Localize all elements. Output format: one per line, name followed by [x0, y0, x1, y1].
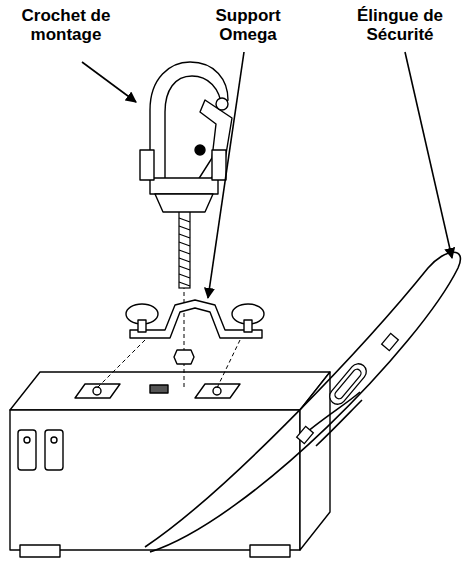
foot [250, 545, 290, 557]
side-port [45, 430, 63, 470]
side-port [18, 430, 36, 470]
foot [20, 545, 60, 557]
carabiner [297, 333, 399, 443]
leader-line [208, 52, 244, 298]
part-label: Élingue de Sécurité [345, 6, 455, 44]
leader-line [82, 62, 136, 102]
mount-hole [75, 384, 120, 398]
center-mark [150, 385, 168, 393]
mounting-clamp [140, 62, 232, 212]
safety-cable [145, 252, 460, 552]
bolt [179, 210, 190, 288]
omega-bracket [126, 300, 264, 364]
part-label: Support Omega [203, 6, 293, 44]
leader-line [405, 52, 452, 258]
housing-front [10, 410, 300, 550]
nut [174, 350, 194, 364]
housing-side [300, 372, 330, 550]
housing-top [10, 372, 330, 410]
part-label: Crochet de montage [16, 6, 116, 44]
